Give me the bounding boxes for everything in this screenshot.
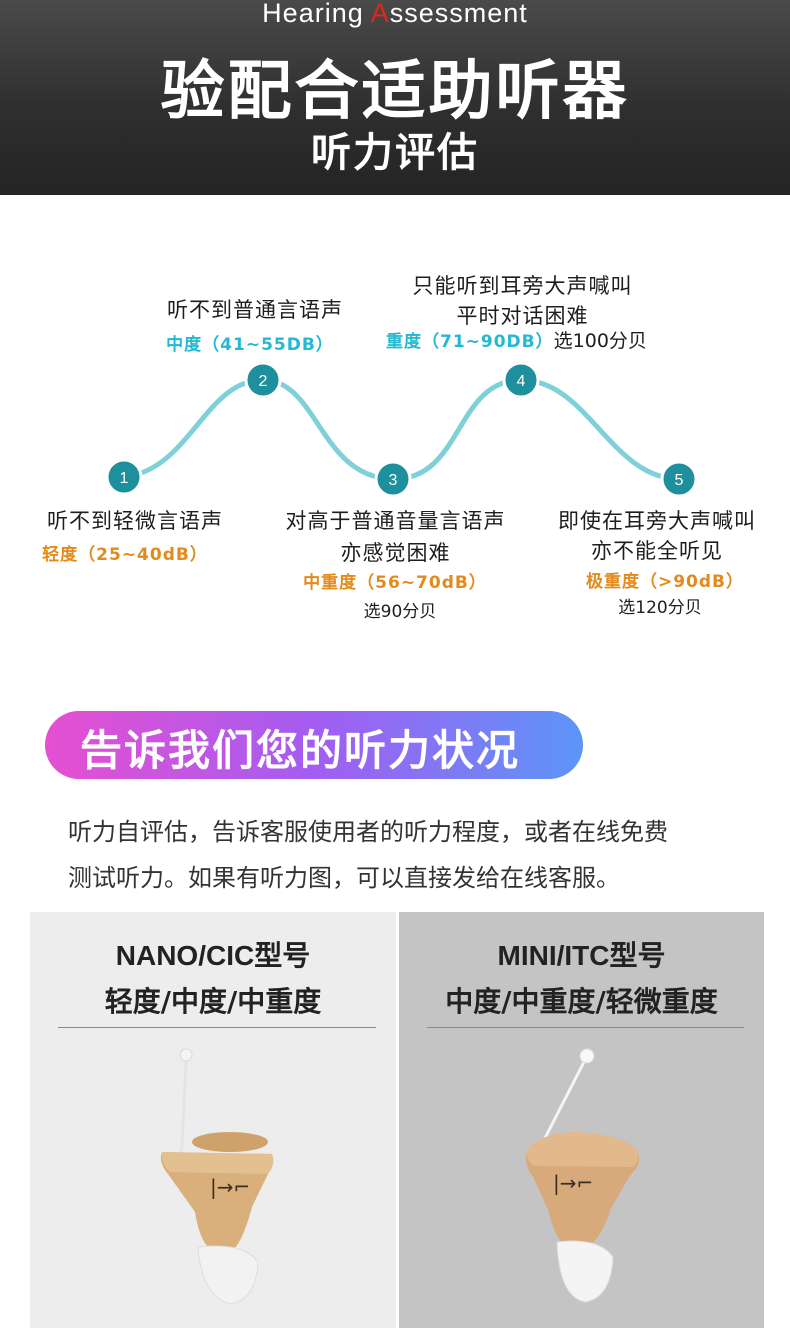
- level-1-range: 轻度（25~40dB）: [42, 545, 208, 565]
- header-banner: Hearing Assessment 验配合适助听器 听力评估: [0, 0, 790, 195]
- product-model: NANO/CIC型号: [115, 940, 311, 971]
- level-3-description-1: 对高于普通音量言语声: [285, 509, 506, 533]
- svg-text:3: 3: [389, 472, 398, 489]
- product-suitable-levels: 中度/中重度/轻微重度: [445, 985, 718, 1018]
- level-2-range: 中度（41~55DB）: [166, 335, 334, 355]
- description-line-1: 听力自评估，告诉客服使用者的听力程度，或者在线免费: [68, 818, 668, 846]
- level-3-recommendation: 选90分贝: [363, 602, 437, 622]
- english-title: Hearing Assessment: [262, 0, 528, 28]
- level-4-description-2: 平时对话困难: [456, 304, 589, 328]
- svg-text:|→⌐: |→⌐: [210, 1175, 250, 1199]
- svg-text:5: 5: [675, 472, 684, 489]
- english-title-highlight: A: [370, 0, 390, 28]
- section-banner-title: 告诉我们您的听力状况: [80, 726, 521, 775]
- node-3-icon: 3: [374, 460, 412, 498]
- svg-text:2: 2: [259, 373, 268, 390]
- level-2-description: 听不到普通言语声: [167, 298, 343, 322]
- hearing-aid-icon: |→⌐: [160, 1048, 274, 1305]
- product-model: MINI/ITC型号: [497, 940, 666, 971]
- level-3-range: 中重度（56~70dB）: [303, 573, 487, 593]
- description-line-2: 测试听力。如果有听力图，可以直接发给在线客服。: [68, 864, 620, 892]
- node-1-icon: 1: [105, 458, 143, 496]
- level-4-range-line: 重度（71~90DB）选100分贝: [386, 326, 647, 353]
- divider: [58, 1027, 376, 1028]
- product-card-nano-cic: NANO/CIC型号 轻度/中度/中重度 |→⌐: [30, 912, 396, 1328]
- section-banner: 告诉我们您的听力状况: [45, 711, 583, 779]
- svg-text:1: 1: [120, 470, 129, 487]
- svg-text:4: 4: [517, 373, 526, 390]
- product-suitable-levels: 轻度/中度/中重度: [104, 985, 322, 1018]
- level-5-description-2: 亦不能全听见: [591, 539, 723, 563]
- level-1-description: 听不到轻微言语声: [47, 509, 223, 533]
- hearing-aid-icon: |→⌐: [525, 1048, 639, 1303]
- node-5-icon: 5: [660, 460, 698, 498]
- level-4-range: 重度（71~90DB）: [386, 332, 554, 352]
- node-2-icon: 2: [244, 361, 282, 399]
- level-5-description-1: 即使在耳旁大声喊叫: [558, 509, 756, 533]
- level-4-description-1: 只能听到耳旁大声喊叫: [412, 274, 633, 298]
- hearing-level-curve: 1 2 3 4 5: [105, 361, 698, 498]
- level-3-description-2: 亦感觉困难: [340, 541, 451, 565]
- level-5-recommendation: 选120分贝: [618, 598, 702, 618]
- divider: [427, 1027, 744, 1028]
- level-5-range: 极重度（>90dB）: [585, 572, 745, 592]
- svg-text:|→⌐: |→⌐: [553, 1171, 593, 1195]
- product-card-mini-itc: MINI/ITC型号 中度/中重度/轻微重度 |→⌐: [399, 912, 764, 1328]
- level-4-recommendation: 选100分贝: [553, 330, 647, 352]
- page-subtitle: 听力评估: [311, 130, 479, 176]
- node-4-icon: 4: [502, 361, 540, 399]
- page-title: 验配合适助听器: [160, 55, 630, 129]
